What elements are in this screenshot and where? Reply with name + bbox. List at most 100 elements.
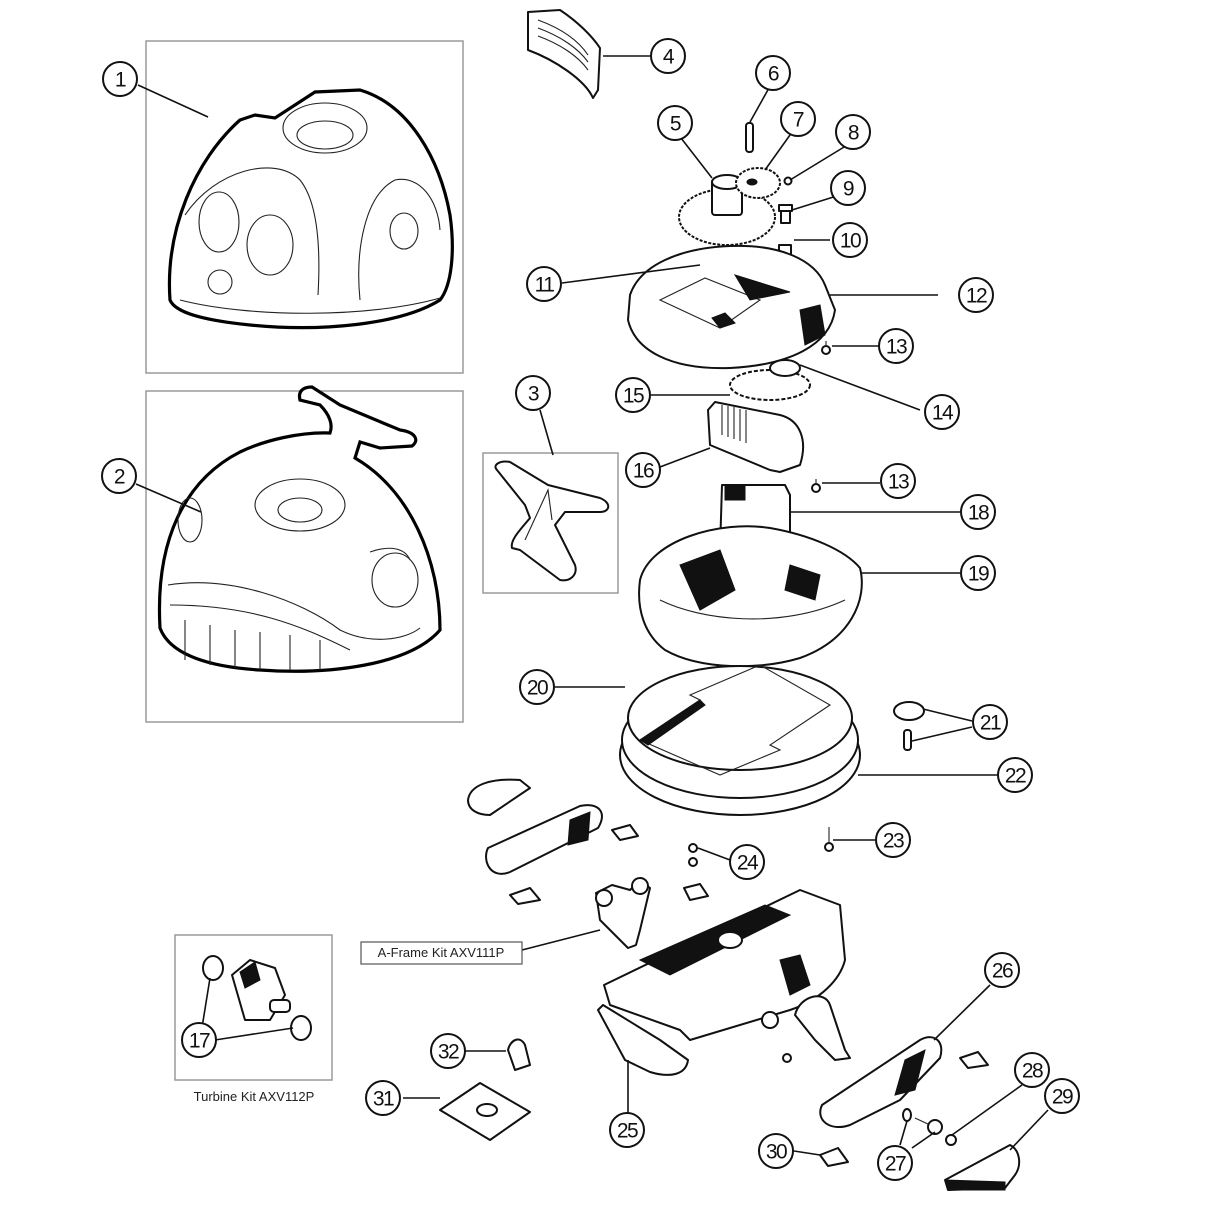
part-9-screw xyxy=(778,204,793,224)
left-clip-b xyxy=(509,887,541,905)
callout-13-lower: 13 xyxy=(880,463,916,499)
callout-number: 19 xyxy=(968,563,989,586)
right-clip xyxy=(959,1051,989,1069)
callout-9: 9 xyxy=(830,170,866,206)
part-16-motor-housing xyxy=(707,401,805,473)
part-29-skirt-cap xyxy=(944,1144,1021,1191)
a-frame-kit-text: A-Frame Kit AXV111P xyxy=(378,945,505,960)
part-28-cap xyxy=(945,1134,957,1146)
callout-number: 16 xyxy=(633,460,654,483)
callout-20: 20 xyxy=(519,669,555,705)
callout-24: 24 xyxy=(729,844,765,880)
callout-number: 31 xyxy=(373,1088,394,1111)
callout-6: 6 xyxy=(755,55,791,91)
turbine-kit-text: Turbine Kit AXV112P xyxy=(194,1089,315,1104)
right-bracket xyxy=(794,995,851,1061)
small-bracket xyxy=(683,883,709,901)
callout-7: 7 xyxy=(780,101,816,137)
callout-3: 3 xyxy=(515,375,551,411)
callout-number: 12 xyxy=(966,285,987,308)
callout-31: 31 xyxy=(365,1080,401,1116)
part-25-front-skirt xyxy=(597,1004,689,1076)
callout-19: 19 xyxy=(960,555,996,591)
callout-number: 22 xyxy=(1005,765,1026,788)
callout-number: 5 xyxy=(670,113,681,136)
part-1-top-cover xyxy=(167,88,454,330)
part-20-base-plate xyxy=(627,664,853,776)
callout-22: 22 xyxy=(997,757,1033,793)
part-21-wheel-and-pin xyxy=(893,701,925,751)
callout-number: 2 xyxy=(114,466,125,489)
a-frame-part xyxy=(595,877,651,949)
callout-number: 21 xyxy=(980,712,1001,735)
left-skirt-cap xyxy=(467,778,531,816)
callout-number: 26 xyxy=(992,960,1013,983)
turbine-kit-parts xyxy=(202,955,312,1041)
grommet xyxy=(761,1011,779,1029)
callout-number: 27 xyxy=(885,1153,906,1176)
callout-number: 1 xyxy=(115,69,126,92)
part-13-nut-a xyxy=(821,341,831,355)
callout-29: 29 xyxy=(1044,1078,1080,1114)
small-screw xyxy=(782,1053,792,1063)
callout-number: 6 xyxy=(768,63,779,86)
callout-1: 1 xyxy=(102,61,138,97)
callout-number: 13 xyxy=(886,336,907,359)
callout-number: 4 xyxy=(663,46,675,69)
callout-number: 13 xyxy=(888,471,909,494)
part-4-vent-grille xyxy=(527,9,601,99)
callout-10: 10 xyxy=(832,222,868,258)
callout-number: 9 xyxy=(843,178,854,201)
callout-number: 29 xyxy=(1052,1086,1073,1109)
callout-28: 28 xyxy=(1014,1052,1050,1088)
callout-number: 32 xyxy=(438,1041,459,1064)
callout-number: 24 xyxy=(737,852,759,875)
callout-27: 27 xyxy=(877,1145,913,1181)
callout-18: 18 xyxy=(960,494,996,530)
left-side-pod xyxy=(485,804,603,875)
callout-4: 4 xyxy=(650,38,686,74)
callout-17: 17 xyxy=(181,1022,217,1058)
part-6-pin xyxy=(745,122,754,153)
a-frame-kit-label: A-Frame Kit AXV111P xyxy=(360,941,523,965)
callout-number: 17 xyxy=(189,1030,210,1053)
callout-number: 10 xyxy=(840,230,861,253)
callout-number: 8 xyxy=(848,122,859,145)
callout-8: 8 xyxy=(835,114,871,150)
callout-number: 25 xyxy=(617,1120,638,1143)
callout-13-upper: 13 xyxy=(878,328,914,364)
callout-15: 15 xyxy=(615,377,651,413)
callout-12: 12 xyxy=(958,277,994,313)
callout-number: 28 xyxy=(1022,1060,1043,1083)
callout-number: 7 xyxy=(793,109,804,132)
chassis-tray xyxy=(603,889,846,1041)
callout-11: 11 xyxy=(526,266,562,302)
part-5-main-gear xyxy=(678,174,776,246)
callout-number: 18 xyxy=(968,502,989,525)
callout-number: 15 xyxy=(623,385,644,408)
callout-14: 14 xyxy=(924,394,960,430)
callout-25: 25 xyxy=(609,1112,645,1148)
callout-number: 30 xyxy=(766,1141,787,1164)
callout-number: 11 xyxy=(535,274,555,297)
callout-23: 23 xyxy=(875,822,911,858)
left-clip-a xyxy=(611,824,639,841)
part-2-whale-cover xyxy=(157,385,442,673)
part-31-plate xyxy=(439,1082,531,1141)
callout-number: 3 xyxy=(528,383,539,406)
callout-16: 16 xyxy=(625,452,661,488)
part-14-gear xyxy=(769,359,801,377)
part-27-washer-bolt xyxy=(902,1108,943,1135)
callout-number: 23 xyxy=(883,830,904,853)
part-24-washer-nut xyxy=(688,843,698,867)
callout-32: 32 xyxy=(430,1033,466,1069)
callout-26: 26 xyxy=(984,952,1020,988)
part-12-gearbox-lid xyxy=(627,244,836,370)
callout-30: 30 xyxy=(758,1133,794,1169)
callout-21: 21 xyxy=(972,704,1008,740)
part-23-screw xyxy=(824,827,834,852)
inset-box-turbine-kit xyxy=(174,934,333,1081)
part-7-small-gear xyxy=(735,167,781,199)
